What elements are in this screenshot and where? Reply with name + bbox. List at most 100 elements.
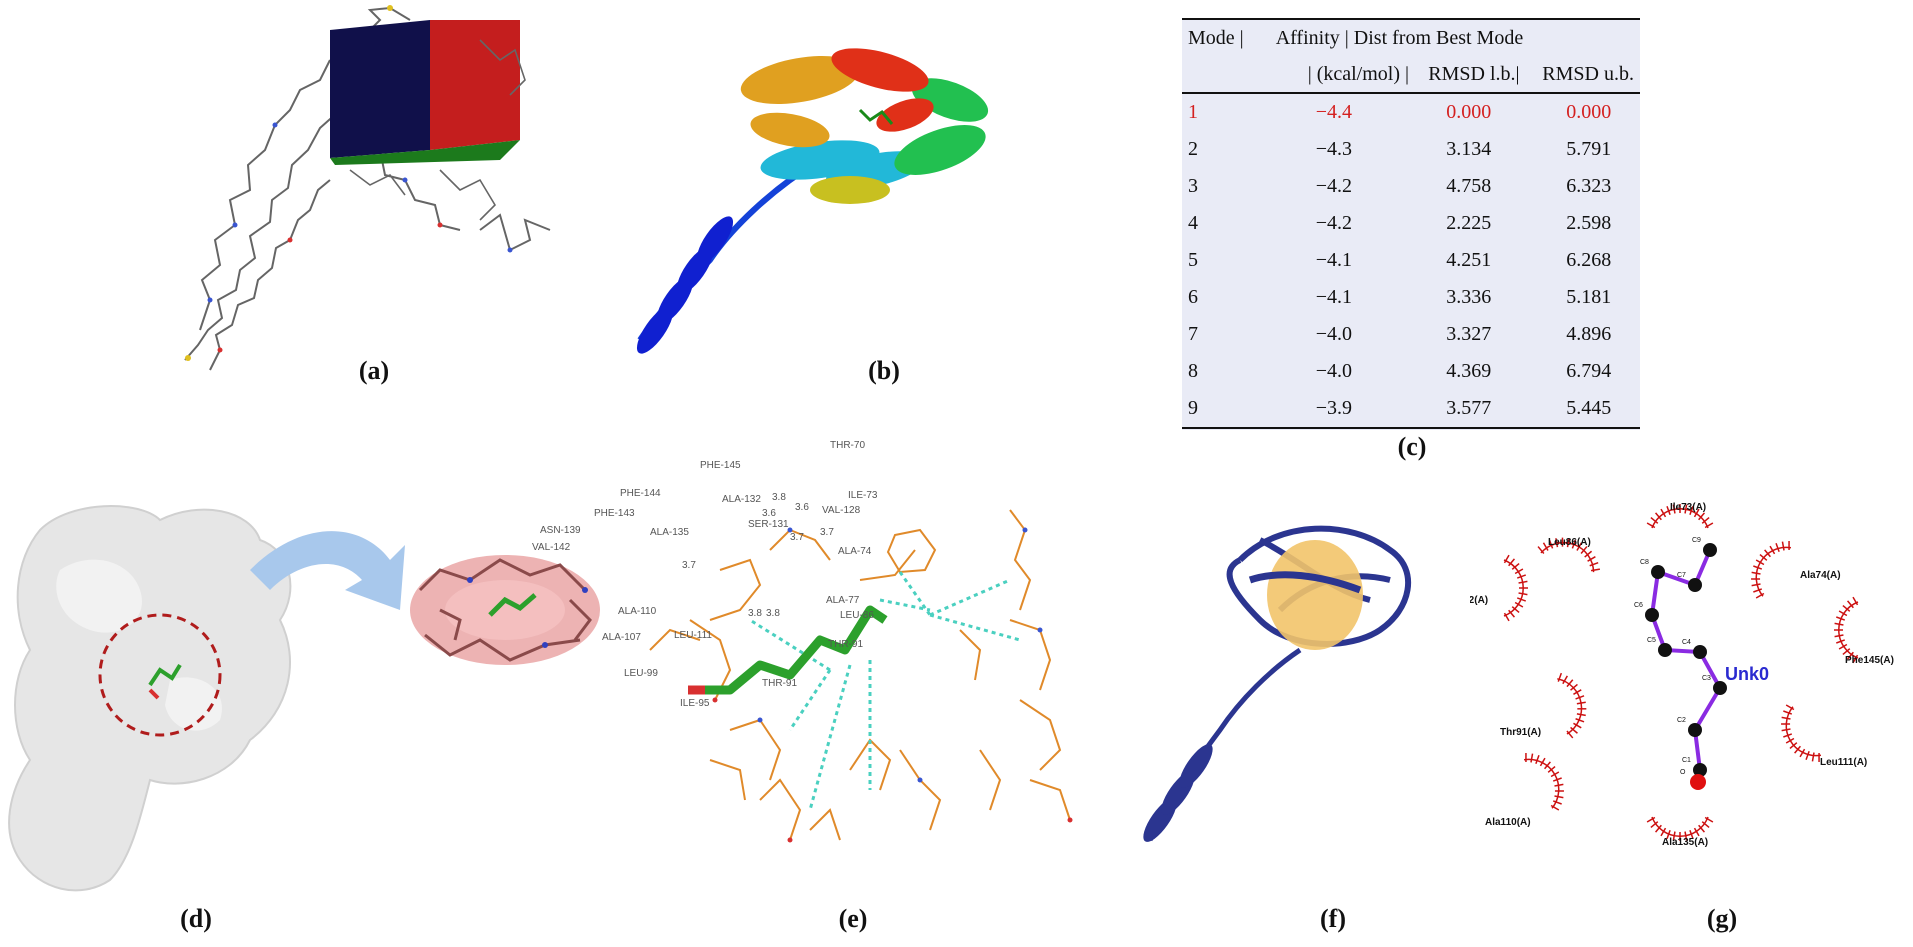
cell-mode: 4 bbox=[1188, 212, 1198, 234]
residue-label: SER-131 bbox=[748, 519, 789, 530]
atom-label: C7 bbox=[1677, 572, 1686, 579]
residue-label: Ala74(A) bbox=[1800, 570, 1841, 581]
panel-label-b: (b) bbox=[868, 356, 900, 385]
cell-affinity: −4.2 bbox=[1315, 175, 1352, 197]
cell-rmsd-lb: 2.225 bbox=[1446, 212, 1492, 234]
cell-rmsd-ub: 2.598 bbox=[1566, 212, 1612, 234]
hydrophobic-contact-arc bbox=[1646, 504, 1714, 529]
atom-label: C3 bbox=[1702, 675, 1711, 682]
table-header-row-2: | (kcal/mol) | RMSD l.b.| RMSD u.b. bbox=[1182, 56, 1640, 94]
col-affinity-header: Affinity bbox=[1275, 26, 1340, 49]
distance-label: 3.6 bbox=[795, 502, 809, 513]
residue-label: ASN-139 bbox=[540, 525, 581, 536]
zoom-pocket bbox=[410, 555, 600, 665]
residue-label: Ala132(A) bbox=[1470, 595, 1488, 606]
cell-mode: 6 bbox=[1188, 286, 1198, 308]
residue-label: LEU-86 bbox=[840, 610, 874, 621]
distance-label: 3.8 bbox=[766, 608, 780, 619]
col-dist-header: Dist from Best Mode bbox=[1353, 26, 1524, 49]
header-separator: | bbox=[1239, 26, 1244, 49]
table-row: 1 −4.4 0.000 0.000 bbox=[1182, 93, 1640, 131]
atom-label: O bbox=[1680, 769, 1686, 776]
cell-affinity: −4.3 bbox=[1315, 138, 1352, 160]
atom-c5 bbox=[1658, 643, 1672, 657]
ligand-green-b bbox=[858, 108, 894, 125]
cell-mode: 5 bbox=[1188, 249, 1198, 271]
cell-mode: 7 bbox=[1188, 323, 1198, 345]
binding-site-ellipse bbox=[1267, 540, 1363, 650]
docking-results-table: Mode | Affinity | Dist from Best Mode | … bbox=[1182, 18, 1640, 429]
cell-rmsd-ub: 5.181 bbox=[1566, 286, 1612, 308]
hydrophobic-contact-arc bbox=[1557, 672, 1587, 739]
residue-label: ALA-74 bbox=[838, 546, 872, 557]
hydrophobic-contact-arc bbox=[1503, 554, 1528, 622]
atom-o bbox=[1690, 774, 1706, 790]
residue-label: Phe145(A) bbox=[1845, 655, 1894, 666]
cell-affinity: −4.1 bbox=[1315, 249, 1352, 271]
atom-label: C9 bbox=[1692, 537, 1701, 544]
residue-label: PHE-145 bbox=[700, 460, 741, 471]
cell-rmsd-lb: 4.758 bbox=[1446, 175, 1492, 197]
helix-orange bbox=[740, 55, 860, 148]
panel-c-docking-table: Mode | Affinity | Dist from Best Mode | … bbox=[1182, 18, 1640, 430]
residue-label: PHE-144 bbox=[620, 488, 661, 499]
residue-label: LEU-111 bbox=[674, 630, 712, 641]
atom-label: C2 bbox=[1677, 717, 1686, 724]
cell-affinity: −4.4 bbox=[1315, 101, 1352, 123]
header-separator: | bbox=[1515, 62, 1520, 85]
residue-label: Ile73(A) bbox=[1670, 502, 1706, 513]
residue-label: ALA-132 bbox=[722, 494, 761, 505]
cell-rmsd-lb: 0.000 bbox=[1446, 101, 1492, 123]
atom-c7 bbox=[1688, 578, 1702, 592]
distance-label: 3.6 bbox=[762, 508, 776, 519]
ligand-bonds bbox=[1649, 549, 1723, 771]
pocket-circle bbox=[98, 613, 222, 737]
cell-mode: 8 bbox=[1188, 360, 1198, 382]
cell-rmsd-lb: 4.251 bbox=[1446, 249, 1492, 271]
panel-f-ribbon-image bbox=[1143, 525, 1411, 842]
residue-label: VAL-142 bbox=[532, 542, 571, 553]
cell-rmsd-ub: 5.791 bbox=[1566, 138, 1612, 160]
residue-sticks bbox=[649, 509, 1071, 841]
cell-rmsd-ub: 0.000 bbox=[1566, 101, 1612, 123]
distance-label: 3.8 bbox=[748, 608, 762, 619]
box-face-right bbox=[430, 20, 520, 150]
panel-d-surface-image bbox=[8, 505, 600, 892]
atom-label: C1 bbox=[1682, 757, 1691, 764]
hydrophobic-contact-arc bbox=[1834, 596, 1859, 664]
distance-label: 3.7 bbox=[820, 527, 834, 538]
residue-label: PHE-143 bbox=[594, 508, 635, 519]
residue-label: ALA-110 bbox=[618, 606, 657, 617]
cell-affinity: −3.9 bbox=[1249, 390, 1425, 429]
cell-rmsd-ub: 5.445 bbox=[1538, 390, 1640, 429]
col-mode-header: Mode bbox=[1188, 26, 1235, 49]
box-face-left bbox=[330, 20, 430, 158]
panel-label-c: (c) bbox=[1397, 432, 1427, 461]
residue-label: ALA-107 bbox=[602, 632, 641, 643]
cell-rmsd-lb: 3.134 bbox=[1446, 138, 1492, 160]
protein-surface bbox=[8, 505, 292, 892]
col-unit-header: (kcal/mol) bbox=[1316, 62, 1401, 85]
helix-red bbox=[831, 48, 934, 132]
residue-label: Ala135(A) bbox=[1662, 837, 1708, 848]
cell-mode: 1 bbox=[1188, 101, 1198, 123]
residue-label: ILE-95 bbox=[680, 698, 710, 709]
residue-label: ILE-73 bbox=[848, 490, 878, 501]
atom-c6 bbox=[1645, 608, 1659, 622]
cell-affinity: −4.0 bbox=[1315, 360, 1352, 382]
residue-label: Leu111(A) bbox=[1820, 757, 1867, 768]
header-separator: | bbox=[1307, 62, 1312, 85]
helix-yellow bbox=[810, 176, 890, 204]
panel-label-d: (d) bbox=[180, 904, 212, 933]
cell-rmsd-ub: 4.896 bbox=[1566, 323, 1612, 345]
header-separator: | bbox=[1405, 62, 1410, 85]
atom-c1 bbox=[1693, 763, 1707, 777]
residue-label: ALA-77 bbox=[826, 595, 860, 606]
ligand-name-label: Unk0 bbox=[1725, 664, 1769, 684]
hydrophobic-contact-arc bbox=[1751, 540, 1792, 599]
